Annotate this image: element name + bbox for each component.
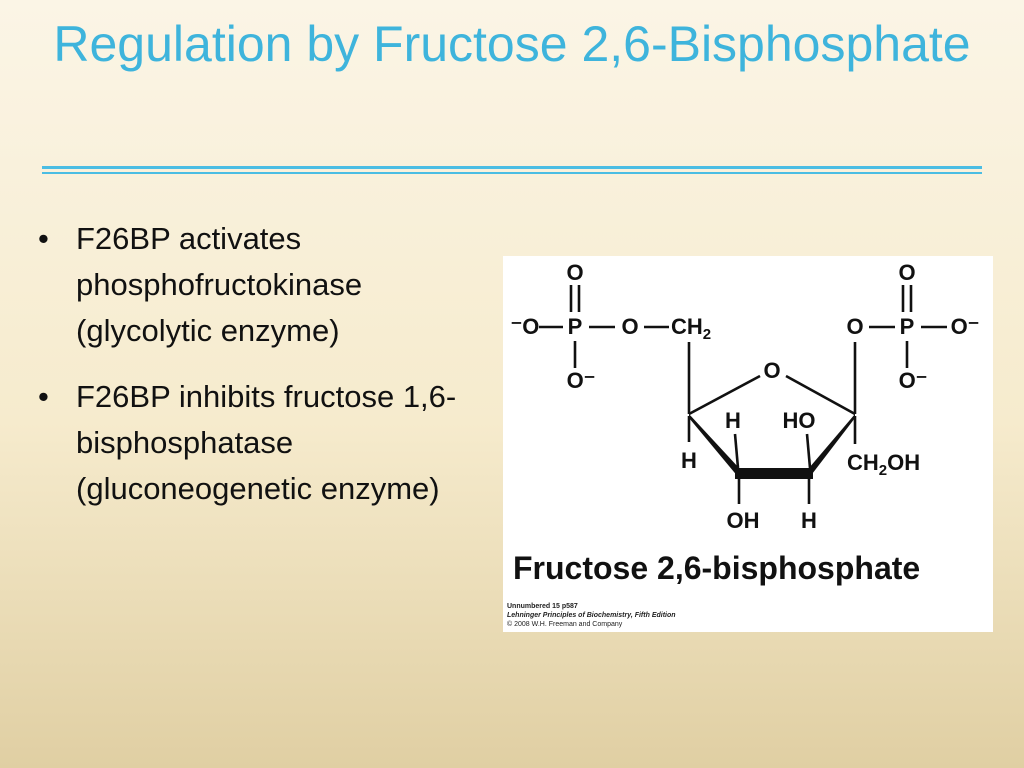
- bond: [733, 433, 740, 469]
- bullet-text: F26BP activates phosphofructokinase (gly…: [76, 221, 363, 348]
- figure-caption: Fructose 2,6-bisphosphate: [513, 550, 921, 586]
- bond: [688, 374, 761, 416]
- title-divider-thin: [42, 172, 982, 174]
- figure-credit-line: Lehninger Principles of Biochemistry, Fi…: [507, 612, 676, 619]
- atom-c4-ho: HO: [783, 408, 816, 433]
- bullet-dot: •: [38, 221, 49, 256]
- structure-figure: O ⁻O P O CH2 O⁻ O O P O⁻ O⁻ O H: [503, 256, 993, 632]
- atom-ch2-ch: CH: [671, 314, 703, 339]
- atom-ch2: CH2: [671, 314, 711, 343]
- atom-c4-h: H: [801, 508, 817, 533]
- atom-ch2oh: CH2OH: [847, 450, 920, 479]
- atom-left-p: P: [568, 314, 583, 339]
- bold-bond-bottom: [735, 468, 813, 479]
- molecule-structure: O ⁻O P O CH2 O⁻ O O P O⁻ O⁻ O H: [511, 260, 980, 533]
- title-divider-thick: [42, 166, 982, 169]
- figure-credit-line: © 2008 W.H. Freeman and Company: [507, 621, 623, 628]
- atom-left-bottom-o-minus: O⁻: [567, 368, 596, 393]
- slide-title: Regulation by Fructose 2,6-Bisphosphate: [53, 16, 971, 72]
- wedge-bond-right: [809, 414, 855, 478]
- atom-right-p: P: [900, 314, 915, 339]
- atom-right-o-minus: O⁻: [951, 314, 980, 339]
- bond: [805, 433, 812, 469]
- atom-right-bridge-o: O: [846, 314, 863, 339]
- atom-ch2oh-sub: 2: [879, 462, 887, 479]
- bullet-item: • F26BP inhibits fructose 1,6-bisphospha…: [32, 374, 502, 512]
- bond: [785, 374, 856, 416]
- atom-ch2oh-oh: OH: [887, 450, 920, 475]
- bullet-text: F26BP inhibits fructose 1,6-bisphosphata…: [76, 379, 457, 506]
- wedge-bond-left: [689, 414, 739, 478]
- atom-ring-o: O: [763, 358, 780, 383]
- atom-left-minus-o: ⁻O: [511, 314, 540, 339]
- atom-left-bridge-o: O: [621, 314, 638, 339]
- atom-right-bottom-o-minus: O⁻: [899, 368, 928, 393]
- atom-ch2-sub: 2: [703, 326, 711, 343]
- atom-right-top-o: O: [898, 260, 915, 285]
- atom-c3-h: H: [725, 408, 741, 433]
- atom-left-top-o: O: [566, 260, 583, 285]
- bullet-dot: •: [38, 379, 49, 414]
- atom-c2-h: H: [681, 448, 697, 473]
- atom-ch2oh-ch: CH: [847, 450, 879, 475]
- bullet-item: • F26BP activates phosphofructokinase (g…: [32, 216, 502, 354]
- figure-credit-line: Unnumbered 15 p587: [507, 603, 578, 610]
- bullet-list: • F26BP activates phosphofructokinase (g…: [32, 216, 502, 532]
- atom-c3-oh: OH: [727, 508, 760, 533]
